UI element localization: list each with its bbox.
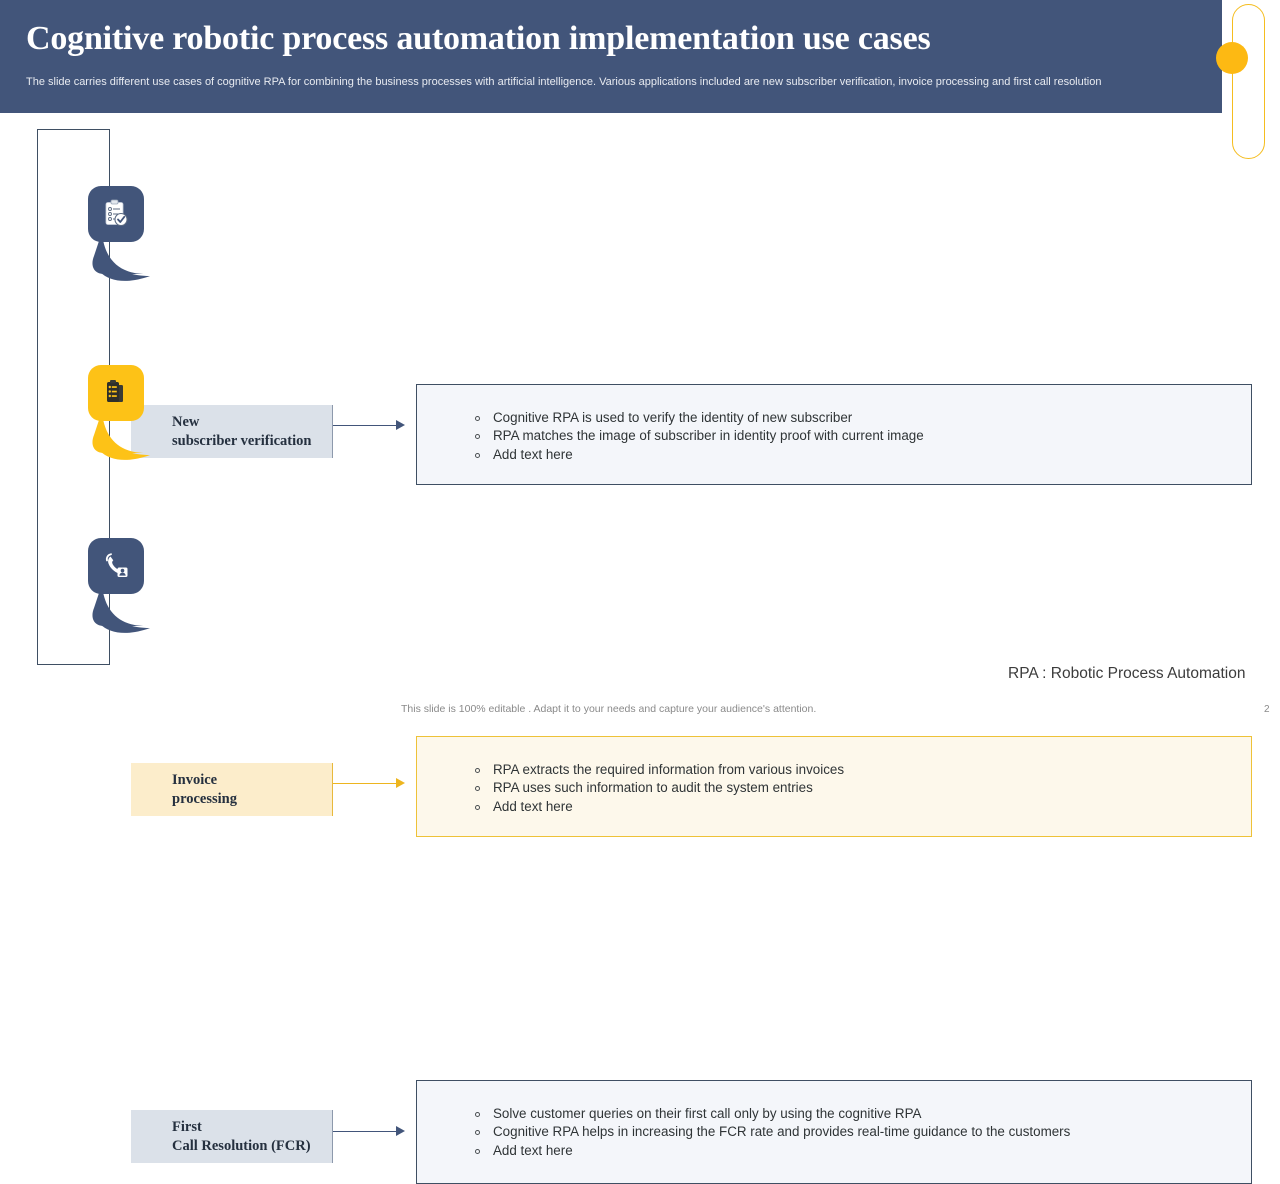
connector-arrow-1 [333,420,405,431]
bullet-item: Add text here [473,798,1251,816]
bullet-item: Solve customer queries on their first ca… [473,1105,1251,1123]
slide-header: Cognitive robotic process automation imp… [0,0,1222,113]
speech-bubble-tail-3 [92,584,150,633]
use-case-label-3-line1: First [172,1118,202,1135]
icon-badge-1 [88,186,208,291]
speech-bubble-tail-2 [92,411,150,460]
bullet-item: RPA matches the image of subscriber in i… [473,427,1251,445]
icon-badge-2 [88,365,208,470]
bullet-item: Add text here [473,1142,1251,1160]
connector-arrowhead-3 [396,1126,405,1136]
phone-call-person-badge [88,538,144,594]
footer-note: This slide is 100% editable . Adapt it t… [401,703,817,715]
icon-badge-3 [88,538,208,643]
use-case-label-1-line2: subscriber verification [172,432,312,449]
use-case-label-3-line2: Call Resolution (FCR) [172,1137,311,1154]
invoice-clipboard-icon [107,380,123,402]
use-case-content-2: RPA extracts the required information fr… [416,736,1252,837]
page-title: Cognitive robotic process automation imp… [26,20,931,57]
page-number: 2 [1264,704,1270,715]
connector-arrowhead-2 [396,778,405,788]
page-subtitle: The slide carries different use cases of… [26,76,1102,88]
connector-shaft-3 [333,1131,396,1133]
bullet-item: RPA uses such information to audit the s… [473,779,1251,797]
clipboard-check-icon [105,199,128,227]
use-case-label-1-line1: New [172,413,200,430]
decorative-pill-outline [1232,4,1265,159]
connector-shaft-2 [333,783,396,785]
bullet-item: Cognitive RPA is used to verify the iden… [473,409,1251,427]
clipboard-check-badge [88,186,144,242]
invoice-clipboard-badge [88,365,144,421]
speech-bubble-tail-1 [92,232,150,281]
use-case-label-2-line2: processing [172,790,237,807]
use-case-label-1: New subscriber verification [131,405,333,458]
legend-text: RPA : Robotic Process Automation [1008,665,1246,682]
use-case-label-2-line1: Invoice [172,771,218,788]
connector-shaft-1 [333,425,396,427]
decorative-yellow-dot [1216,42,1248,74]
bullet-item: Cognitive RPA helps in increasing the FC… [473,1123,1251,1141]
use-case-label-2: Invoice processing [131,763,333,816]
connector-arrow-3 [333,1126,405,1137]
bullet-item: Add text here [473,446,1251,464]
connector-arrowhead-1 [396,420,405,430]
use-case-content-1: Cognitive RPA is used to verify the iden… [416,384,1252,485]
use-case-label-3: First Call Resolution (FCR) [131,1110,333,1163]
connector-arrow-2 [333,778,405,789]
use-case-content-3: Solve customer queries on their first ca… [416,1080,1252,1184]
bullet-item: RPA extracts the required information fr… [473,761,1251,779]
phone-call-person-icon [105,553,128,577]
